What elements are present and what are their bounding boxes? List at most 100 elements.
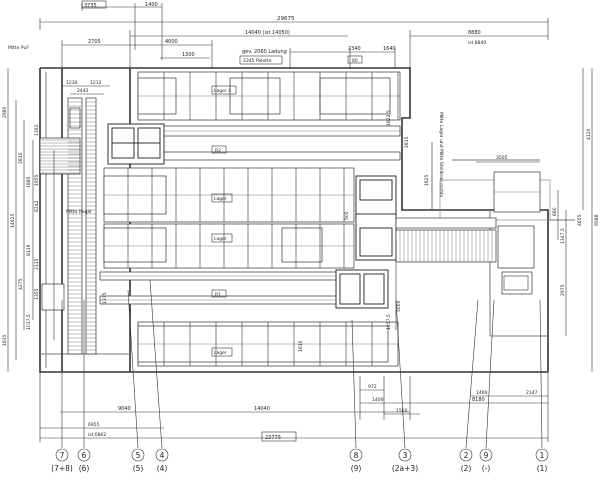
rack-bay-dividers <box>127 72 399 366</box>
dim-2060: gev. 2060 Ladung <box>242 49 287 55</box>
dim-2975: 2975 <box>560 284 566 296</box>
dim-1885: 1885 <box>26 176 32 188</box>
callout-subnumber: (9) <box>351 464 362 473</box>
dim-9588: 9588 <box>594 214 600 226</box>
callout-subnumber: (4) <box>157 464 168 473</box>
dim-8840: ist 8840 <box>468 40 486 46</box>
right-storage-block <box>493 171 541 213</box>
dim-1640: 1640 <box>383 46 396 52</box>
dim-6955: 6955 <box>88 422 100 428</box>
callout-leader <box>149 279 163 449</box>
dim-2980: 2980 <box>2 106 8 118</box>
dim-1460: 1460 <box>476 390 488 396</box>
callout-subnumber: (7+8) <box>51 464 73 473</box>
callout-circle <box>155 448 169 462</box>
dim-2705: 2705 <box>88 39 101 45</box>
dim-14040-bottom: 14040 <box>254 406 270 412</box>
label-mitte-puf: Mitte PuF <box>8 45 29 51</box>
dim-14040: 14040 (ist 14050) <box>245 30 290 36</box>
building-inner-walls <box>40 72 575 368</box>
dim-5000: 5000 <box>396 300 402 312</box>
dim-2340: 2340 <box>348 46 361 52</box>
interior-dimensions: 5000 1457,5 1610 1375 1622,5 500 <box>102 110 402 352</box>
lager-4-rack <box>137 71 401 121</box>
dim-1355: 1355 <box>34 288 40 300</box>
dim-4655: 4655 <box>577 214 583 226</box>
dim-box-3735 <box>81 0 107 9</box>
dim-box-23775 <box>261 431 297 442</box>
bottom-dimension-chains <box>39 372 549 442</box>
dim-500: 500 <box>344 211 350 220</box>
roller-lines <box>40 101 96 351</box>
dim-972: 972 <box>368 384 377 390</box>
callout-leader <box>395 299 406 449</box>
callout-circle <box>459 448 473 462</box>
label-lager4: Lager 4 <box>214 88 231 94</box>
dim-9040: 9040 <box>118 406 131 412</box>
dim-8180: 8180 <box>472 397 485 403</box>
dim-6862: ist 6862 <box>88 432 106 438</box>
callout-number: 6 <box>82 451 87 460</box>
label-mitte-lager: Mitte Lager und Mitte Stellkran rechts <box>438 112 444 198</box>
dim-1625: 1625 <box>424 174 430 186</box>
dim-29675: 29675 <box>277 16 295 22</box>
dim-4120: 4120 <box>586 128 592 140</box>
callout-number: 4 <box>160 451 165 460</box>
label-mitte-regal: Mitte Regal <box>66 209 91 215</box>
stacker-crane-upper <box>107 123 165 165</box>
callout-leader-lines <box>61 279 543 449</box>
lager-3-rack <box>103 167 355 223</box>
dim-box-60 <box>347 55 363 64</box>
callout-number: 9 <box>484 451 489 460</box>
callout-leader <box>465 299 479 449</box>
dim-1835: 1835 <box>2 334 8 346</box>
label-lager2: Lager <box>214 236 227 242</box>
dim-1560: 1560 <box>396 408 408 414</box>
lager-2-rack <box>103 223 355 269</box>
transfer-station <box>355 175 397 261</box>
callout-circle <box>131 448 145 462</box>
dim-1955: 1955 <box>34 174 40 186</box>
callout-circle <box>398 448 412 462</box>
dim-1610: 1610 <box>298 340 304 352</box>
dim-1400-bottom: 1400 <box>372 397 384 403</box>
dim-1457: 1457,5 <box>386 314 392 330</box>
callout-leader <box>127 289 139 449</box>
callout-bubbles: 7(7+8)6(6)5(5)4(4)8(9)3(2a+3)2(2)9(-)1(1… <box>51 448 549 473</box>
callout-circle <box>55 448 69 462</box>
callout-subnumber: (6) <box>79 464 90 473</box>
dim-4000: 4000 <box>165 39 178 45</box>
dim-680: 680 <box>552 207 558 216</box>
callout-subnumber: (-) <box>482 464 491 473</box>
dim-1375: 1375 <box>102 292 108 304</box>
dim-8242: 8242 <box>34 200 40 212</box>
dim-1622: 1622,5 <box>386 110 392 126</box>
callout-subnumber: (2) <box>461 464 472 473</box>
dim-1347: 1347,5 <box>560 228 566 244</box>
dim-1392: 1392 <box>34 124 40 136</box>
callout-number: 5 <box>136 451 141 460</box>
rack-labels: Lager 4 Lager Lager Lager R2 R1 Mitte Re… <box>66 85 444 357</box>
dim-2442: 2442 <box>77 88 89 94</box>
callout-number: 1 <box>540 451 545 460</box>
dim-8880: 8880 <box>468 30 481 36</box>
callout-leader <box>539 299 543 449</box>
dim-23775: 23775 <box>265 435 281 441</box>
dim-3505: 3505 <box>496 155 508 161</box>
right-dimension-chains <box>401 68 593 372</box>
dim-2147: 2147 <box>526 390 538 396</box>
callout-number: 8 <box>354 451 359 460</box>
callout-leader <box>351 319 357 449</box>
label-lager3: Lager <box>214 196 227 202</box>
pallet-dim-box <box>239 55 283 65</box>
dim-60: 60 <box>352 58 358 64</box>
dim-4275: 4275 <box>18 278 24 290</box>
callout-leader <box>485 299 495 449</box>
dim-2815-right: 2815 <box>404 136 410 148</box>
callout-subnumber: (5) <box>133 464 144 473</box>
dim-8119: 8119 <box>26 244 32 256</box>
callout-subnumber: (2a+3) <box>392 464 418 473</box>
callout-number: 7 <box>60 451 65 460</box>
dim-14625: 14625 <box>10 214 16 228</box>
